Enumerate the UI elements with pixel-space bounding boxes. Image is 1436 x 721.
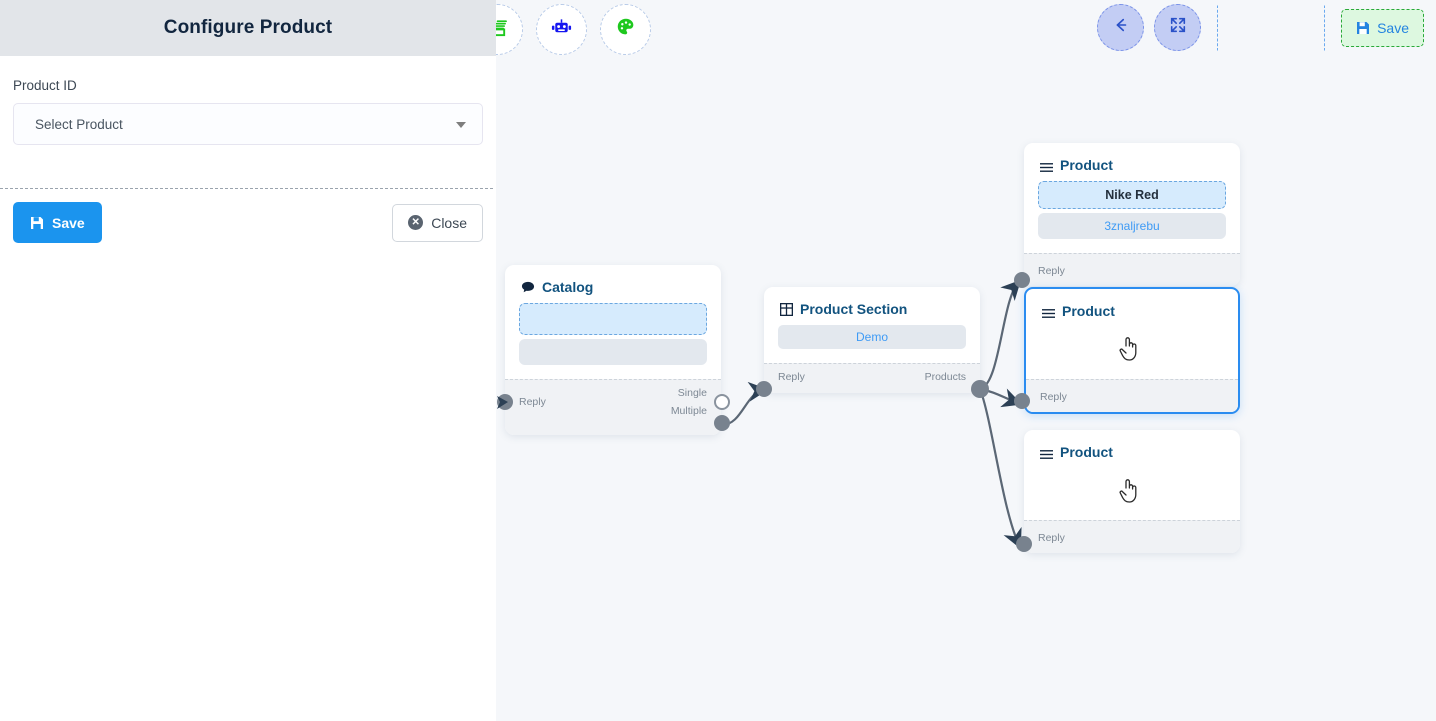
node-catalog[interactable]: Catalog Reply Single Multiple (505, 265, 721, 435)
flow-canvas[interactable]: Catalog Reply Single Multiple (496, 0, 1436, 721)
hamburger-list-icon (1042, 306, 1055, 318)
hamburger-list-icon (1040, 447, 1053, 459)
catalog-port-multiple-label[interactable]: Multiple (670, 405, 707, 417)
node-catalog-header: Catalog (505, 265, 721, 303)
node-product-1-body: Nike Red 3znaljrebu (1024, 181, 1240, 253)
back-button[interactable] (1097, 4, 1145, 51)
node-product-2-title: Product (1062, 303, 1115, 319)
compress-fit-icon (1169, 16, 1187, 39)
close-circle-icon: ✕ (408, 215, 424, 230)
node-product-3[interactable]: Product Reply (1024, 430, 1240, 553)
floppy-disk-icon (1356, 21, 1370, 35)
node-product-section-title: Product Section (800, 301, 908, 317)
theme-tool-button[interactable] (600, 4, 651, 55)
node-product-section-body: Demo (764, 325, 980, 363)
robot-icon (550, 16, 573, 44)
node-catalog-ports: Reply Single Multiple (505, 379, 721, 435)
panel-divider (0, 188, 493, 189)
node-product-1[interactable]: Product Nike Red 3znaljrebu Reply (1024, 143, 1240, 286)
product-1-chip-name[interactable]: Nike Red (1038, 181, 1226, 209)
node-product-section[interactable]: Product Section Demo Reply Products (764, 287, 980, 393)
panel-header: Configure Product (0, 0, 496, 56)
catalog-chip-grey[interactable] (519, 339, 707, 365)
canvas-toolbar-left (496, 4, 651, 55)
product-id-label: Product ID (13, 78, 77, 93)
product-1-port-reply-label[interactable]: Reply (1038, 265, 1065, 277)
grid-icon (779, 302, 794, 316)
node-product-2[interactable]: Product Reply (1024, 287, 1240, 414)
edge-section-to-product-3 (978, 388, 1022, 549)
hamburger-list-icon (1040, 160, 1053, 172)
chevron-down-icon (456, 122, 466, 128)
node-product-2-body (1026, 327, 1238, 379)
canvas-save-label: Save (1377, 19, 1409, 36)
save-button[interactable]: Save (13, 202, 102, 243)
panel-actions: Save ✕ Close (13, 202, 483, 243)
page-title: Configure Product (163, 17, 333, 38)
node-product-2-ports: Reply (1026, 379, 1238, 412)
edge-section-to-product-1 (979, 279, 1022, 391)
palette-icon (615, 16, 637, 43)
node-product-section-header: Product Section (764, 287, 980, 325)
configure-product-panel: Configure Product Product ID Select Prod… (0, 0, 496, 721)
catalog-port-reply-label[interactable]: Reply (519, 396, 546, 408)
save-button-label: Save (52, 214, 85, 231)
node-product-3-title: Product (1060, 444, 1113, 460)
node-product-1-header: Product (1024, 143, 1240, 181)
edge-section-to-product-2 (979, 387, 1023, 408)
node-product-1-title: Product (1060, 157, 1113, 173)
node-product-1-ports: Reply (1024, 253, 1240, 286)
node-product-section-ports: Reply Products (764, 363, 980, 393)
product-select-value: Select Product (35, 116, 123, 132)
close-button[interactable]: ✕ Close (392, 203, 483, 242)
catalog-port-single-label[interactable]: Single (677, 387, 707, 399)
section-port-products-label[interactable]: Products (924, 371, 966, 383)
fit-view-button[interactable] (1154, 4, 1202, 51)
stack-tool-button[interactable] (496, 4, 523, 55)
close-button-label: Close (431, 214, 467, 231)
node-catalog-body (505, 303, 721, 379)
catalog-chip-dashed[interactable] (519, 303, 707, 335)
node-product-3-body (1024, 468, 1240, 520)
panel-body: Product ID Select Product (0, 56, 496, 145)
node-product-3-ports: Reply (1024, 520, 1240, 553)
stack-layers-icon (496, 17, 508, 43)
product-select[interactable]: Select Product (13, 103, 483, 145)
arrow-left-icon (1112, 16, 1130, 39)
chat-bubble-icon (521, 281, 535, 294)
product-3-port-reply-label[interactable]: Reply (1038, 532, 1065, 544)
toolbar-empty-slot[interactable] (1217, 4, 1326, 51)
bot-tool-button[interactable] (536, 4, 587, 55)
node-catalog-title: Catalog (542, 279, 594, 295)
canvas-toolbar-right: Save (1097, 4, 1424, 51)
product-2-port-reply-label[interactable]: Reply (1040, 391, 1067, 403)
node-product-2-header: Product (1026, 289, 1238, 327)
product-section-demo-chip[interactable]: Demo (778, 325, 966, 349)
edge-catalog-to-section (721, 381, 769, 427)
floppy-disk-icon (30, 216, 44, 230)
canvas-save-button[interactable]: Save (1341, 8, 1424, 47)
product-1-chip-code[interactable]: 3znaljrebu (1038, 213, 1226, 239)
node-product-3-header: Product (1024, 430, 1240, 468)
section-port-reply-label[interactable]: Reply (778, 371, 805, 383)
